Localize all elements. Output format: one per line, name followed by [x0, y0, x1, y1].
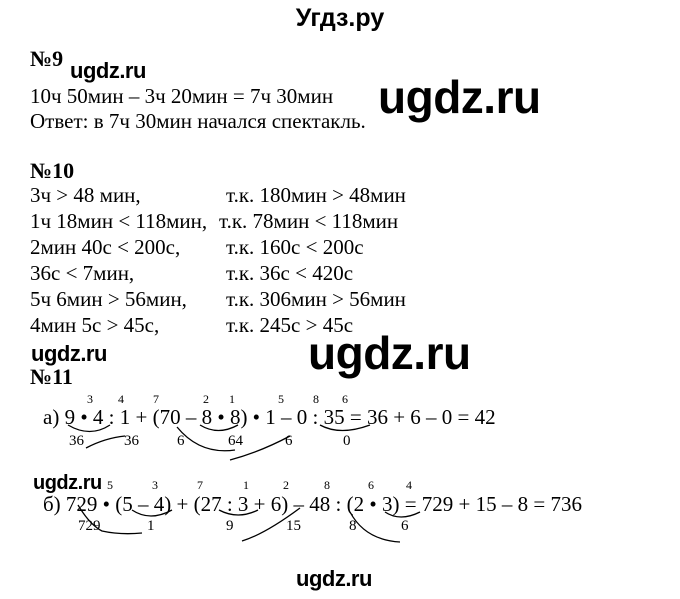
comparison-row: 2мин 40с < 200с, т.к. 160с < 200с: [30, 235, 364, 260]
task9-answer: Ответ: в 7ч 30мин начался спектакль.: [30, 109, 366, 133]
intermediate-value: 0: [343, 433, 351, 449]
order-mark: 7: [197, 478, 203, 492]
order-mark: 4: [118, 392, 124, 406]
task11b-expression: б) 729 • (5 – 4) + (27 : 3 + 6) – 48 : (…: [43, 492, 582, 516]
comparison: 5ч 6мин > 56мин,: [30, 287, 187, 311]
order-mark: 3: [87, 392, 93, 406]
comparison: 2мин 40с < 200с,: [30, 235, 181, 259]
comparison: 4мин 5с > 45с,: [30, 313, 160, 337]
order-mark: 3: [152, 478, 158, 492]
comparison-row: 5ч 6мин > 56мин, т.к. 306мин > 56мин: [30, 287, 406, 312]
comparison-row: 3ч > 48 мин, т.к. 180мин > 48мин: [30, 183, 406, 208]
comparison: 1ч 18мин < 118мин,: [30, 209, 208, 233]
comparison: 36с < 7мин,: [30, 261, 135, 285]
intermediate-value: 36: [69, 433, 84, 449]
order-mark: 8: [324, 478, 330, 492]
comparison: 3ч > 48 мин,: [30, 183, 141, 207]
intermediate-value: 6: [177, 433, 185, 449]
task11a-expression: а) 9 • 4 : 1 + (70 – 8 • 8) • 1 – 0 : 35…: [43, 405, 496, 429]
watermark-big: ugdz.ru: [378, 71, 541, 123]
reason: т.к. 180мин > 48мин: [226, 183, 406, 207]
intermediate-value: 6: [401, 518, 409, 534]
intermediate-value: 1: [147, 518, 155, 534]
watermark-small: ugdz.ru: [70, 58, 146, 83]
watermark-big: ugdz.ru: [308, 327, 471, 379]
reason: т.к. 160с < 200с: [226, 235, 364, 259]
comparison-row: 1ч 18мин < 118мин, т.к. 78мин < 118мин: [30, 209, 398, 234]
order-mark: 5: [107, 478, 113, 492]
site-title: Угдз.ру: [295, 4, 385, 32]
order-mark: 8: [313, 392, 319, 406]
order-mark: 5: [278, 392, 284, 406]
task11-number: №11: [30, 364, 73, 389]
order-mark: 6: [368, 478, 374, 492]
watermark-small: ugdz.ru: [33, 472, 102, 494]
reason: т.к. 306мин > 56мин: [226, 287, 406, 311]
order-mark: 1: [229, 392, 235, 406]
intermediate-value: 36: [124, 433, 139, 449]
order-mark: 1: [243, 478, 249, 492]
task10-number: №10: [30, 158, 75, 183]
order-mark: 7: [153, 392, 159, 406]
reason: т.к. 36с < 420с: [226, 261, 354, 285]
reason: т.к. 245с > 45с: [226, 313, 354, 337]
order-mark: 2: [203, 392, 209, 406]
order-mark: 6: [342, 392, 348, 406]
watermark-footer: ugdz.ru: [296, 566, 372, 591]
intermediate-value: 6: [285, 433, 293, 449]
task9-number: №9: [30, 46, 64, 71]
order-mark: 2: [283, 478, 289, 492]
intermediate-value: 64: [228, 433, 243, 449]
reason: т.к. 78мин < 118мин: [219, 209, 399, 233]
comparison-row: 36с < 7мин, т.к. 36с < 420с: [30, 261, 353, 286]
watermark-small: ugdz.ru: [31, 341, 107, 366]
task9-equation: 10ч 50мин – 3ч 20мин = 7ч 30мин: [30, 84, 334, 108]
order-mark: 4: [406, 478, 412, 492]
intermediate-value: 9: [226, 518, 234, 534]
comparison-row: 4мин 5с > 45с, т.к. 245с > 45с: [30, 313, 353, 338]
intermediate-value: 8: [349, 518, 357, 534]
intermediate-value: 15: [286, 518, 301, 534]
intermediate-value: 729: [78, 518, 101, 534]
